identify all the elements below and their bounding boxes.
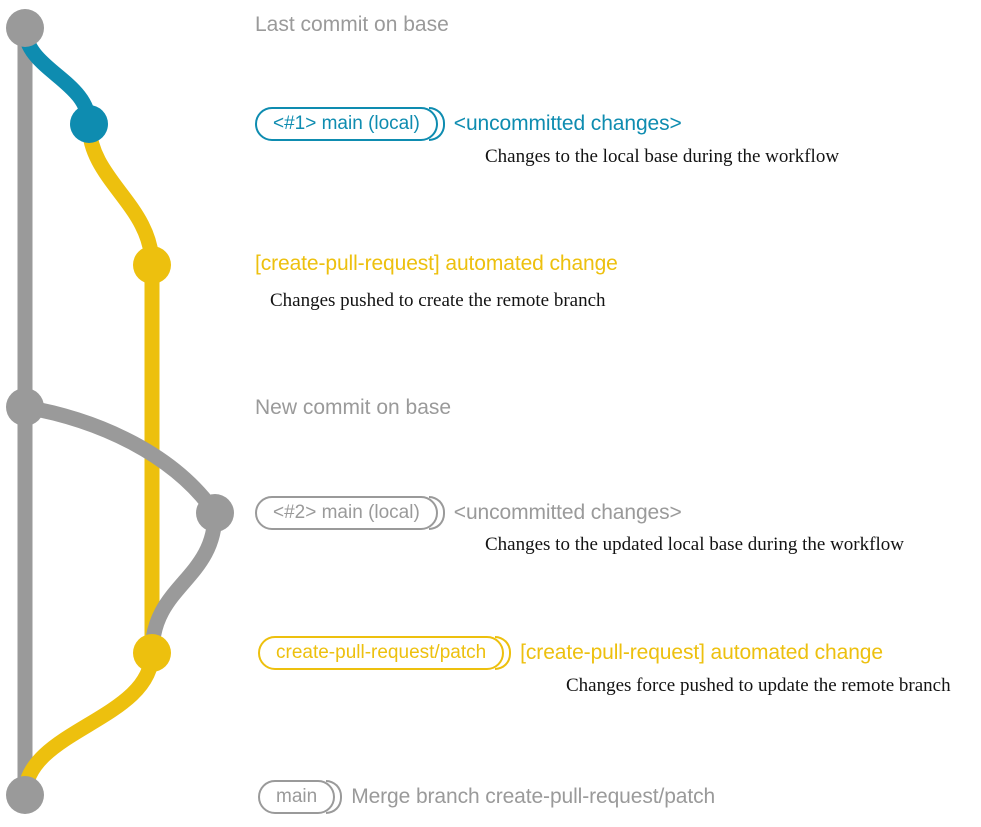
commit-row-local-1: <#1> main (local) <uncommitted changes>: [255, 107, 682, 141]
commit-row-patch-2: create-pull-request/patch [create-pull-r…: [258, 636, 883, 670]
merge-line: [17, 645, 160, 803]
commit-row-local-2: <#2> main (local) <uncommitted changes>: [255, 496, 682, 530]
ref-badge-main[interactable]: main: [258, 780, 343, 814]
ref-badge-main-local-2[interactable]: <#2> main (local): [255, 496, 445, 530]
commit-row-patch-1: [create-pull-request] automated change: [255, 252, 618, 276]
commit-note-patch-1: Changes pushed to create the remote bran…: [270, 290, 606, 311]
commit-note-local-2: Changes to the updated local base during…: [485, 534, 904, 555]
commit-subject-local-1: <uncommitted changes>: [453, 112, 682, 135]
branch-line-local-2-to-patch: [144, 505, 223, 661]
commit-note-patch-2: Changes force pushed to update the remot…: [566, 675, 951, 696]
ref-badge-main-local-1[interactable]: <#1> main (local): [255, 107, 445, 141]
heading-last-commit-on-base: Last commit on base: [255, 13, 449, 36]
heading-new-commit-on-base: New commit on base: [255, 396, 452, 419]
ref-badge-create-pull-request-patch[interactable]: create-pull-request/patch: [258, 636, 512, 670]
commit-note-local-1: Changes to the local base during the wor…: [485, 146, 840, 167]
commit-row-merge: main Merge branch create-pull-request/pa…: [258, 780, 715, 814]
commit-subject-patch-1: [create-pull-request] automated change: [255, 252, 618, 275]
base-head-node[interactable]: [6, 9, 44, 47]
commit-subject-patch-2: [create-pull-request] automated change: [520, 641, 883, 664]
patch-commit-node-2[interactable]: [133, 634, 171, 672]
branch-line-local-2: [17, 399, 223, 521]
base-new-commit-node[interactable]: [6, 388, 44, 426]
local-uncommitted-node-2[interactable]: [196, 494, 234, 532]
merge-node[interactable]: [6, 776, 44, 814]
commit-subject-merge: Merge branch create-pull-request/patch: [351, 785, 716, 808]
commit-subject-local-2: <uncommitted changes>: [453, 501, 682, 524]
local-uncommitted-node-1[interactable]: [70, 105, 108, 143]
branch-line-patch-1: [81, 116, 160, 273]
patch-commit-node-1[interactable]: [133, 246, 171, 284]
